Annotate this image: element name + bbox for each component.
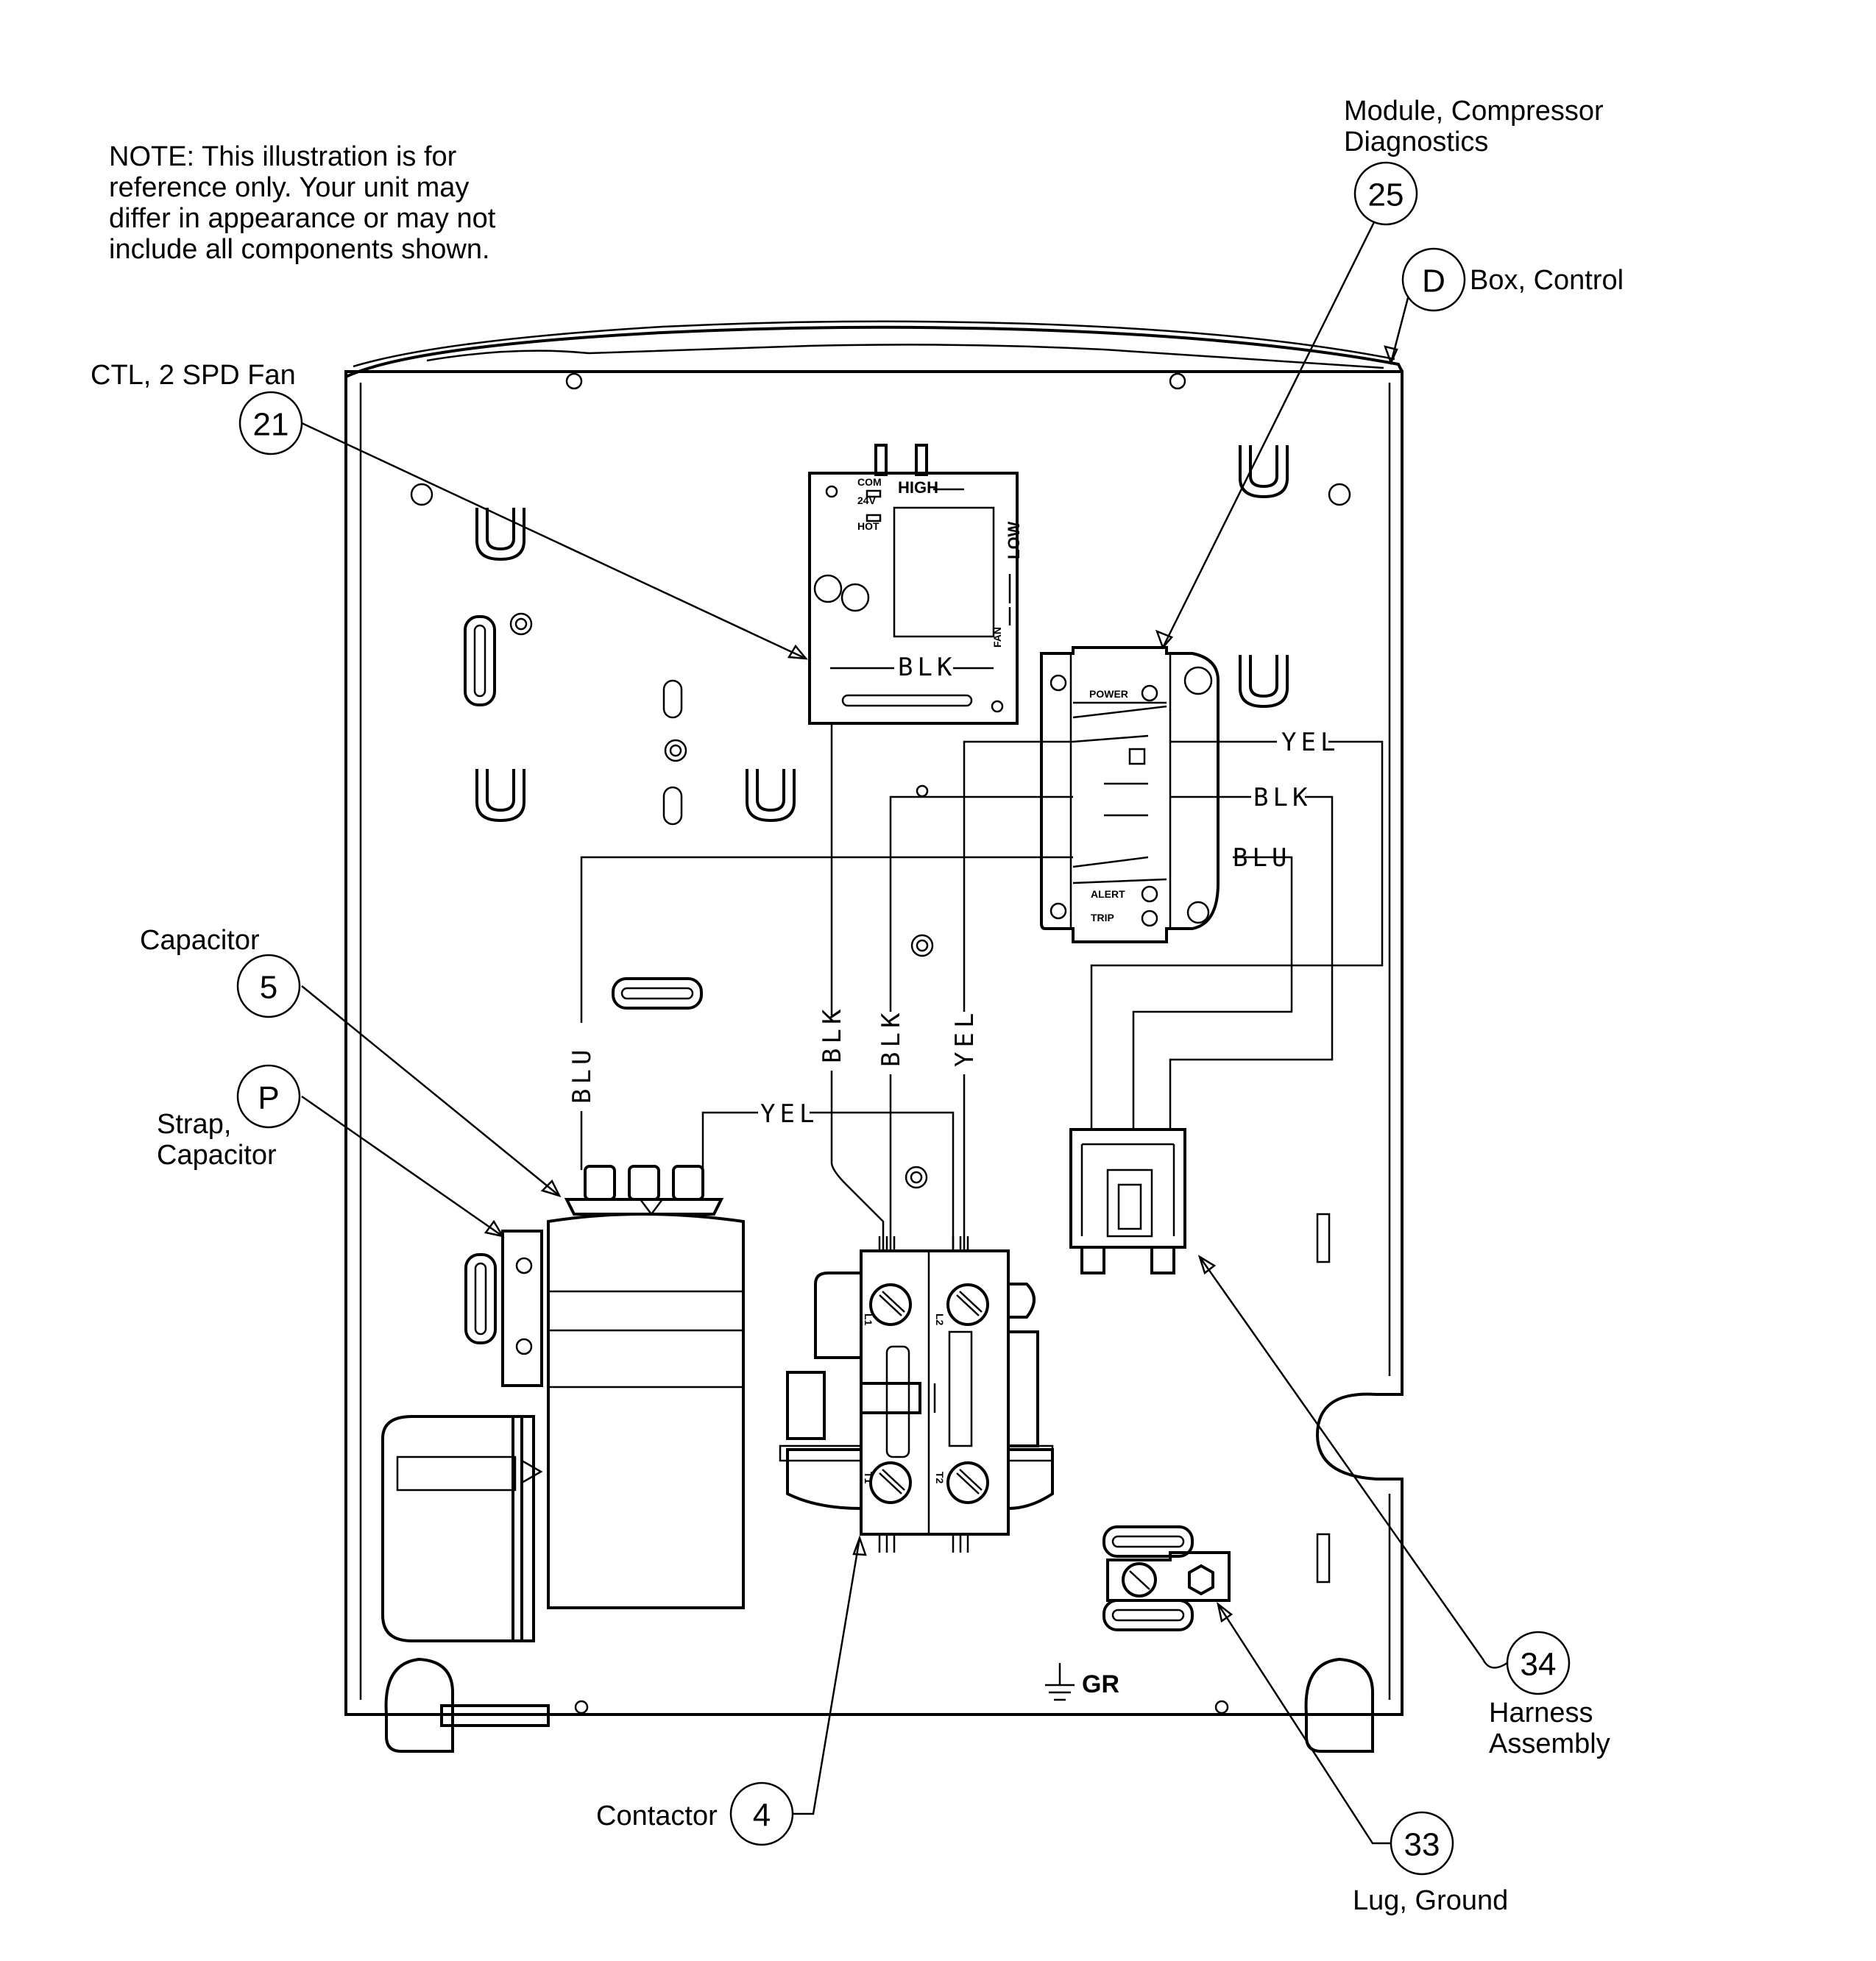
leader-lines xyxy=(301,220,1508,1845)
fan-control-board: COM 24V HOT HIGH LOW FAN BLK xyxy=(808,444,1023,725)
fan-board-low-label: LOW xyxy=(1005,521,1023,559)
callout-5-label: Capacitor xyxy=(140,925,260,956)
callout-34-harness-assembly: 34 Harness Assembly xyxy=(1489,1631,1610,1759)
module-alert-label: ALERT xyxy=(1091,888,1125,900)
callout-p-strap-capacitor: P Strap, Capacitor xyxy=(157,1064,301,1171)
callout-5-capacitor: Capacitor 5 xyxy=(140,925,301,1018)
contactor-l1-label: L1 xyxy=(863,1313,874,1326)
callout-25-bubble xyxy=(1353,161,1418,226)
fan-board-com-label: COM xyxy=(857,476,882,488)
module-trip-label: TRIP xyxy=(1091,912,1114,923)
callout-21-ctl-2-spd-fan: CTL, 2 SPD Fan 21 xyxy=(91,360,303,455)
callout-34-label-line-2: Assembly xyxy=(1489,1728,1610,1759)
callout-21-bubble xyxy=(238,391,303,455)
callout-25-number: 25 xyxy=(1368,177,1404,213)
callout-d-letter: D xyxy=(1422,263,1445,299)
note-line-3: differ in appearance or may not xyxy=(109,203,496,234)
fan-board-24v-label: 24V xyxy=(857,494,877,506)
callout-p-label-line-2: Capacitor xyxy=(157,1140,277,1171)
callout-4-contactor: Contactor 4 xyxy=(596,1781,794,1846)
compressor-diagnostics-module: POWER ALERT TRIP xyxy=(1040,646,1220,943)
wire-label-blu-vertical: BLU xyxy=(567,1046,597,1104)
callout-5-number: 5 xyxy=(260,970,277,1006)
wire-label-yel-capacitor: YEL xyxy=(760,1099,818,1129)
fan-board-high-label: HIGH xyxy=(898,478,938,497)
note-line-2: reference only. Your unit may xyxy=(109,172,469,203)
harness-connector xyxy=(1069,1128,1186,1274)
callout-d-bubble xyxy=(1401,247,1466,312)
control-box-panel: GR xyxy=(344,320,1404,1753)
wire-label-blk-vertical-2: BLK xyxy=(877,1009,906,1067)
wire-label-blu-module: BLU xyxy=(1233,843,1291,873)
callout-p-bubble xyxy=(236,1064,301,1129)
ground-symbol: GR xyxy=(1045,1663,1119,1701)
note-text: NOTE: This illustration is for reference… xyxy=(109,141,496,265)
wire-label-yel-module: YEL xyxy=(1281,728,1339,757)
callout-34-bubble xyxy=(1506,1631,1571,1695)
callout-d-box-control: D Box, Control xyxy=(1401,247,1624,312)
callout-33-bubble xyxy=(1390,1811,1454,1876)
wire-label-blk-fan-board: BLK xyxy=(898,653,956,682)
callout-4-bubble xyxy=(729,1781,794,1846)
capacitor xyxy=(381,1165,745,1642)
callout-33-label: Lug, Ground xyxy=(1353,1885,1508,1916)
note-line-1: NOTE: This illustration is for xyxy=(109,141,457,172)
callout-d-label: Box, Control xyxy=(1470,265,1624,296)
ground-label: GR xyxy=(1082,1670,1119,1698)
fan-board-fan-label: FAN xyxy=(991,627,1003,648)
fan-board-hot-label: HOT xyxy=(857,520,879,532)
wire-label-blk-module: BLK xyxy=(1253,783,1312,812)
wire-label-blk-vertical-1: BLK xyxy=(818,1005,847,1063)
module-power-label: POWER xyxy=(1089,688,1128,700)
contactor: L1 L2 T1 T2 xyxy=(779,1236,1054,1553)
callout-21-label: CTL, 2 SPD Fan xyxy=(91,360,296,391)
callout-25-module-compressor-diagnostics: Module, Compressor Diagnostics 25 xyxy=(1344,96,1604,226)
callout-25-label-line-1: Module, Compressor xyxy=(1344,96,1604,127)
wiring: YEL BLK BLU BLU BLK BLK YEL YEL xyxy=(567,723,1384,1251)
contactor-t2-label: T2 xyxy=(934,1472,946,1484)
callout-5-bubble xyxy=(236,954,301,1018)
callout-p-label-line-1: Strap, xyxy=(157,1109,231,1140)
callout-4-number: 4 xyxy=(753,1798,771,1834)
contactor-t1-label: T1 xyxy=(863,1472,874,1484)
callout-33-number: 33 xyxy=(1404,1827,1440,1863)
contactor-l2-label: L2 xyxy=(934,1313,946,1326)
wire-label-yel-vertical: YEL xyxy=(950,1009,980,1067)
callout-25-label-line-2: Diagnostics xyxy=(1344,127,1488,157)
callout-4-label: Contactor xyxy=(596,1801,718,1831)
callout-33-lug-ground: 33 Lug, Ground xyxy=(1353,1811,1508,1916)
ground-lug xyxy=(1102,1525,1231,1631)
callout-34-number: 34 xyxy=(1521,1647,1557,1683)
callout-34-label-line-1: Harness xyxy=(1489,1698,1593,1728)
note-line-4: include all components shown. xyxy=(109,234,490,265)
callout-21-number: 21 xyxy=(253,407,289,443)
callout-p-letter: P xyxy=(258,1080,279,1116)
